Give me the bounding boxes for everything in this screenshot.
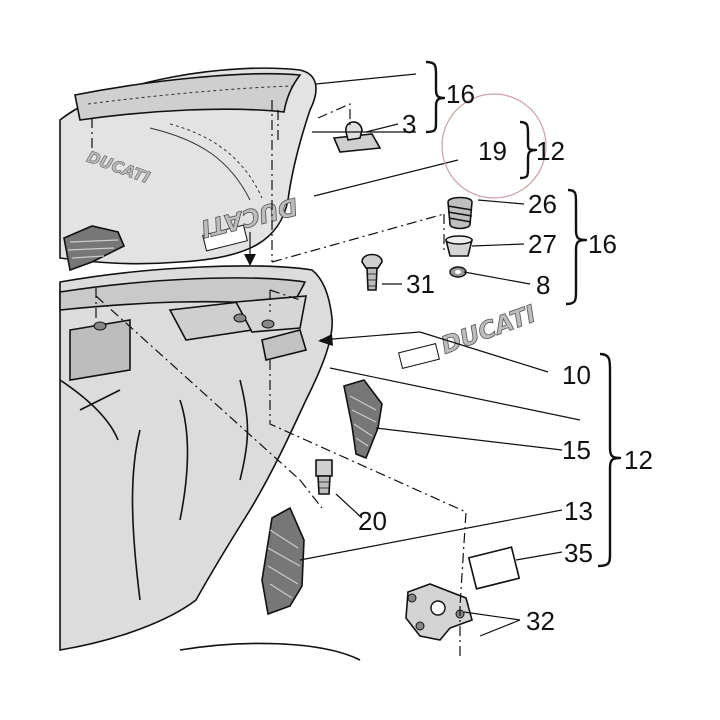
callout-3: 3 [402,109,416,139]
sticker-seat [202,224,248,252]
callout-26: 26 [528,189,557,219]
part-3-clip [332,121,382,153]
part-20-bolt [315,459,333,495]
part-31-screw [361,253,383,291]
tail-logo: DUCATI [437,300,539,360]
group-12-small: 12 [536,136,565,166]
callout-15: 15 [562,435,591,465]
callout-35: 35 [564,538,593,568]
sticker-tail [398,343,440,369]
part-32-latch [405,583,473,641]
brace-16-top [425,60,446,134]
group-16-mid: 16 [588,229,617,259]
part-35-plate [467,546,521,590]
callout-19: 19 [478,136,507,166]
brace-16-mid [565,188,588,306]
callout-27: 27 [528,229,557,259]
callout-13: 13 [564,496,593,526]
group-12-main: 12 [624,445,653,475]
side-vent-left [63,225,126,272]
callout-32: 32 [526,606,555,636]
part-26-spring [447,196,473,230]
part-13-vent [261,506,305,616]
seat [59,67,317,265]
callout-8: 8 [536,270,550,300]
callout-20: 20 [358,506,387,536]
brace-12-main [597,352,622,568]
callout-31: 31 [406,269,435,299]
part-15-vent [343,379,383,460]
tail-body [59,265,361,661]
callout-10: 10 [562,360,591,390]
group-16-top: 16 [446,79,475,109]
highlight-circle [441,93,547,199]
part-27-bushing [444,235,474,257]
part-8-nut [449,266,467,278]
brace-12-small [519,120,538,180]
